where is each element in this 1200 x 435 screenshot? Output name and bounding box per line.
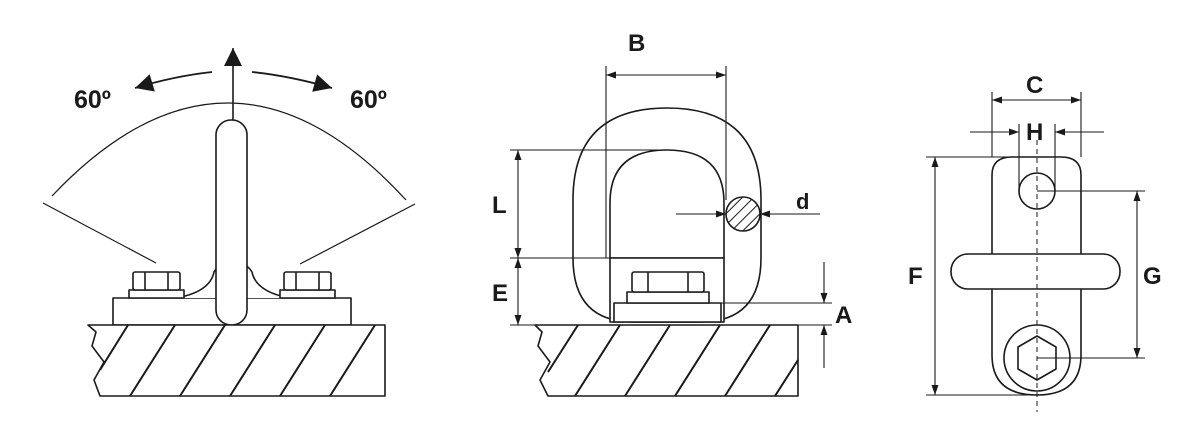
ring-section-d bbox=[725, 196, 761, 232]
dimension-g bbox=[1037, 190, 1145, 359]
arc-limit-line-right bbox=[299, 203, 416, 265]
dimension-label-e: E bbox=[492, 280, 509, 307]
swing-arrow-right bbox=[251, 71, 333, 92]
ground-section bbox=[87, 324, 386, 397]
bolt-washer bbox=[626, 291, 710, 304]
lifting-ring-edge bbox=[215, 119, 248, 326]
dimension-label-a: A bbox=[835, 302, 853, 329]
dimension-label-h: H bbox=[1026, 119, 1044, 146]
dimension-label-b: B bbox=[628, 30, 646, 57]
ground-hatching-front bbox=[547, 324, 799, 397]
arc-limit-line-left bbox=[42, 202, 157, 264]
angle-label-left: 60º bbox=[74, 86, 111, 114]
dimension-label-d: d bbox=[796, 189, 810, 214]
dimension-label-f: F bbox=[908, 263, 923, 290]
bolt-washer-left bbox=[128, 289, 185, 299]
bolt-head-left bbox=[132, 271, 181, 291]
angle-label-right: 60º bbox=[350, 86, 387, 114]
dimension-c bbox=[991, 92, 1082, 157]
view-top bbox=[926, 92, 1145, 412]
dimension-f bbox=[926, 156, 1037, 396]
view-swivel-angle bbox=[42, 48, 416, 397]
dimension-h bbox=[970, 124, 1104, 191]
bolt-head bbox=[631, 271, 705, 293]
view-front bbox=[510, 66, 832, 397]
dimension-label-g: G bbox=[1143, 263, 1162, 290]
ring-inner bbox=[609, 149, 725, 259]
dimension-a bbox=[721, 262, 832, 368]
dimension-label-c: C bbox=[1026, 72, 1044, 99]
dimension-l bbox=[510, 149, 667, 259]
dimension-label-l: L bbox=[492, 192, 507, 219]
dimension-e bbox=[510, 258, 535, 326]
dimension-b bbox=[605, 66, 727, 258]
rotation-arc bbox=[51, 102, 407, 201]
ring-handle-top bbox=[950, 253, 1121, 290]
swing-arrow-left bbox=[134, 71, 213, 92]
bolt-washer-right bbox=[279, 289, 336, 299]
ground-hatching bbox=[99, 324, 376, 397]
bolt-head-right bbox=[283, 271, 332, 291]
ground-section-front bbox=[534, 324, 799, 397]
base-foot bbox=[613, 302, 722, 323]
